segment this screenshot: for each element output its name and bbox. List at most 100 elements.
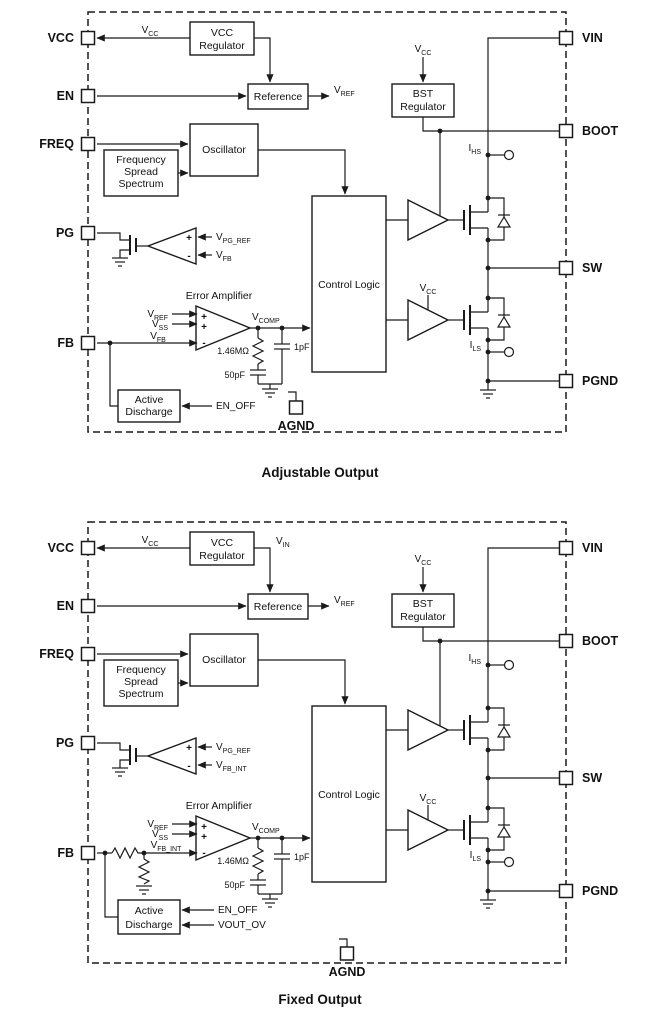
caption-fixed: Fixed Output bbox=[278, 992, 362, 1007]
comp-resistor-value: 1.46MΩ bbox=[217, 856, 249, 866]
net-label-vref-out: VREF bbox=[334, 85, 355, 98]
fss-label-1: Frequency bbox=[116, 664, 166, 676]
comp-capacitor-icon bbox=[250, 369, 266, 376]
ff-capacitor-value: 1pF bbox=[294, 852, 310, 862]
power-stage: IHS VCC bbox=[386, 37, 560, 399]
pin-label-vin: VIN bbox=[582, 541, 603, 555]
pin-pg bbox=[80, 735, 96, 751]
active-discharge-label-2: Discharge bbox=[125, 406, 172, 418]
bst-regulator-label-1: BST bbox=[413, 598, 434, 610]
pin-pgnd bbox=[558, 373, 574, 389]
fb-divider bbox=[97, 846, 198, 895]
caption-adjustable: Adjustable Output bbox=[262, 465, 379, 480]
oscillator-label: Oscillator bbox=[202, 144, 246, 156]
reference-label: Reference bbox=[254, 601, 303, 613]
control-logic-block bbox=[311, 705, 387, 883]
hs-current-sense-icon bbox=[503, 149, 515, 161]
error-amplifier-title: Error Amplifier bbox=[186, 290, 253, 302]
hs-current-sense-icon bbox=[503, 659, 515, 671]
pg-mosfet-icon bbox=[119, 745, 148, 768]
vcc-regulator-label-1: VCC bbox=[211, 537, 234, 549]
active-discharge-label-1: Active bbox=[135, 394, 164, 406]
pin-label-agnd: AGND bbox=[329, 965, 366, 979]
active-discharge-section: Active Discharge EN_OFF bbox=[109, 343, 255, 423]
pin-label-fb: FB bbox=[57, 336, 74, 350]
hs-mosfet-icon bbox=[448, 715, 488, 745]
net-label-ils: ILS bbox=[470, 340, 482, 353]
pin-boot bbox=[558, 123, 574, 139]
net-label-vcc: VCC bbox=[142, 535, 159, 548]
active-discharge-block bbox=[117, 389, 181, 423]
control-logic-label: Control Logic bbox=[318, 279, 380, 291]
ea-plus-1: + bbox=[201, 822, 207, 833]
pin-label-freq: FREQ bbox=[39, 647, 74, 661]
net-label-ils: ILS bbox=[470, 850, 482, 863]
net-label-vref-ea: VREF bbox=[147, 309, 168, 322]
pin-vin bbox=[558, 30, 574, 46]
bst-regulator-label-2: Regulator bbox=[400, 101, 446, 113]
pin-freq bbox=[80, 136, 96, 152]
ground-symbol bbox=[112, 767, 128, 777]
pin-vin bbox=[558, 540, 574, 556]
pins-left: VCC EN FREQ PG FB bbox=[39, 30, 96, 351]
pin-label-pgnd: PGND bbox=[582, 884, 618, 898]
control-logic-section: Control Logic bbox=[311, 705, 387, 883]
net-label-ihs: IHS bbox=[468, 653, 481, 666]
active-discharge-label-1: Active bbox=[135, 905, 164, 917]
fss-label-2: Spread bbox=[124, 166, 158, 178]
ls-mosfet-icon bbox=[448, 815, 488, 845]
error-amplifier-title: Error Amplifier bbox=[186, 800, 253, 812]
comp-resistor-icon bbox=[251, 337, 265, 365]
control-logic-section: Control Logic bbox=[311, 195, 387, 373]
pin-en bbox=[80, 598, 96, 614]
control-logic-block bbox=[311, 195, 387, 373]
fss-label-3: Spectrum bbox=[119, 688, 164, 700]
pin-label-freq: FREQ bbox=[39, 137, 74, 151]
net-label-voutov: VOUT_OV bbox=[218, 920, 266, 931]
ea-plus-2: + bbox=[201, 322, 207, 333]
oscillator-block bbox=[189, 633, 259, 687]
ground-symbol bbox=[112, 257, 128, 267]
pin-sw bbox=[558, 260, 574, 276]
ic-boundary bbox=[87, 11, 567, 433]
bst-regulator-section: VCC BST Regulator bbox=[391, 554, 560, 726]
pin-label-pgnd: PGND bbox=[582, 374, 618, 388]
fb-bottom-resistor-icon bbox=[137, 858, 151, 885]
comp-capacitor-value: 50pF bbox=[224, 370, 245, 380]
ground-symbol bbox=[262, 384, 278, 398]
pin-label-fb: FB bbox=[57, 846, 74, 860]
ls-mosfet-icon bbox=[448, 305, 488, 335]
oscillator-block bbox=[189, 123, 259, 177]
pin-label-en: EN bbox=[57, 89, 74, 103]
pin-label-vin: VIN bbox=[582, 31, 603, 45]
net-label-vcc-bst: VCC bbox=[415, 554, 432, 567]
comp-resistor-value: 1.46MΩ bbox=[217, 346, 249, 356]
compensation-network: 1.46MΩ 50pF 1pF bbox=[217, 835, 310, 908]
ff-capacitor-icon bbox=[274, 853, 290, 860]
pin-label-en: EN bbox=[57, 599, 74, 613]
net-label-vfb-ea: VFB bbox=[150, 331, 166, 344]
pin-label-pg: PG bbox=[56, 226, 74, 240]
ls-body-diode-icon bbox=[485, 295, 512, 343]
pins-right: VIN BOOT SW PGND bbox=[558, 540, 618, 899]
hs-body-diode-icon bbox=[485, 195, 512, 243]
ea-plus-1: + bbox=[201, 312, 207, 323]
agnd-section: AGND bbox=[278, 391, 314, 433]
active-discharge-block bbox=[117, 899, 181, 935]
hs-gate-driver-icon bbox=[407, 198, 450, 242]
pin-sw bbox=[558, 770, 574, 786]
comp-capacitor-icon bbox=[250, 879, 266, 886]
pin-label-sw: SW bbox=[582, 771, 602, 785]
agnd-section: AGND bbox=[329, 938, 366, 979]
power-good-section: + - VPG_REF VFB bbox=[97, 226, 251, 267]
ls-current-sense-icon bbox=[503, 856, 515, 868]
vcc-regulator-label-2: Regulator bbox=[199, 40, 245, 52]
pin-label-sw: SW bbox=[582, 261, 602, 275]
fb-top-resistor-icon bbox=[111, 846, 141, 860]
pin-vcc bbox=[80, 30, 96, 46]
comp-resistor-icon bbox=[251, 847, 265, 875]
pin-label-vcc: VCC bbox=[48, 31, 74, 45]
net-label-vcc-lsdriver: VCC bbox=[420, 283, 437, 296]
ls-body-diode-icon bbox=[485, 805, 512, 853]
fss-label-3: Spectrum bbox=[119, 178, 164, 190]
